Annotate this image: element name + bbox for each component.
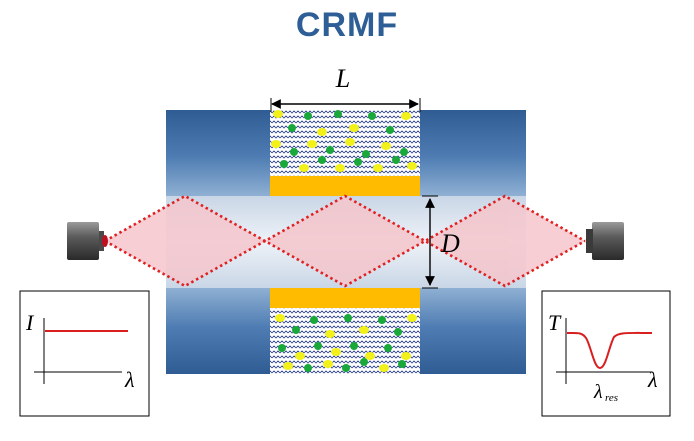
green-particle [326,146,334,154]
green-particle [378,316,386,324]
light-source-icon [67,222,108,260]
yellow-particle [273,110,283,118]
green-particle [360,358,368,366]
input-x-label: λ [124,367,135,392]
yellow-particle [325,330,335,338]
particles-bottom [275,314,417,372]
yellow-particle [401,352,411,360]
yellow-particle [295,352,305,360]
yellow-particle [359,326,369,334]
yellow-particle [335,164,345,172]
output-spectrum-plot: T λ λ res [541,290,671,417]
particles-top [271,110,417,172]
green-particle [398,360,406,368]
green-particle [394,328,402,336]
yellow-particle [401,112,411,120]
light-path [104,194,586,288]
yellow-particle [271,140,281,148]
diameter-label: D [440,229,460,258]
green-particle [290,148,298,156]
resonance-label: λ [593,381,603,403]
metal-film-bottom [270,288,420,308]
yellow-particle [307,140,317,148]
green-particle [400,148,408,156]
green-particle [392,156,400,164]
yellow-particle [379,364,389,372]
yellow-particle [407,162,417,170]
green-particle [280,160,288,168]
green-particle [350,342,358,350]
output-y-label: T [548,310,562,335]
length-label: L [335,64,350,93]
yellow-particle [345,138,355,146]
detector-icon [586,222,624,260]
yellow-particle [275,314,285,322]
yellow-particle [283,362,293,370]
green-particle [278,344,286,352]
light-beam-fill [105,196,585,286]
green-particle [314,342,322,350]
green-particle [334,110,342,118]
yellow-particle [323,360,333,368]
output-x-label: λ [647,367,658,392]
green-particle [386,126,394,134]
input-spectrum-plot: I λ [19,290,150,417]
yellow-particle [331,348,341,356]
analyte-region-top [270,110,420,176]
yellow-particle [381,142,391,150]
metal-film-top [270,176,420,196]
green-particle [344,314,352,322]
green-particle [384,344,392,352]
yellow-particle [365,352,375,360]
green-particle [368,112,376,120]
yellow-particle [373,164,383,172]
yellow-particle [317,128,327,136]
yellow-particle [299,164,309,172]
green-particle [292,326,300,334]
green-particle [310,316,318,324]
green-particle [362,150,370,158]
transmission-curve [566,331,653,370]
green-particle [318,156,326,164]
yellow-particle [407,314,417,322]
green-particle [304,112,312,120]
input-y-label: I [25,310,35,335]
diagram-title: CRMF [295,6,399,44]
green-particle [288,124,296,132]
resonance-subscript: res [605,392,618,404]
green-particle [354,158,362,166]
yellow-particle [349,124,359,132]
green-particle [342,364,350,372]
green-particle [304,364,312,372]
